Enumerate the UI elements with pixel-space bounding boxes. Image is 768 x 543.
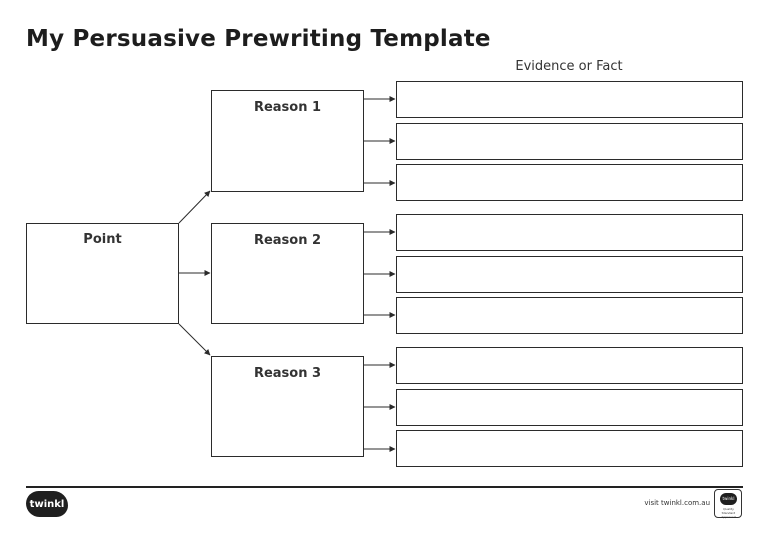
- evidence-box-1-2[interactable]: [396, 123, 743, 160]
- footer-url[interactable]: visit twinkl.com.au: [644, 499, 710, 507]
- evidence-box-3-1[interactable]: [396, 347, 743, 384]
- twinkl-logo: twinkl: [26, 491, 68, 517]
- page-title: My Persuasive Prewriting Template: [26, 26, 491, 52]
- badge-logo: twinkl: [720, 493, 737, 505]
- badge-text: Quality Standard Approved: [721, 507, 736, 519]
- evidence-box-2-1[interactable]: [396, 214, 743, 251]
- reason-1-box[interactable]: Reason 1: [211, 90, 364, 192]
- evidence-box-2-2[interactable]: [396, 256, 743, 293]
- reason-2-label: Reason 2: [253, 233, 322, 248]
- reason-1-label: Reason 1: [253, 100, 322, 115]
- point-box[interactable]: Point: [26, 223, 179, 324]
- reason-2-box[interactable]: Reason 2: [211, 223, 364, 324]
- reason-3-box[interactable]: Reason 3: [211, 356, 364, 457]
- evidence-box-2-3[interactable]: [396, 297, 743, 334]
- evidence-heading: Evidence or Fact: [515, 59, 623, 74]
- evidence-box-3-2[interactable]: [396, 389, 743, 426]
- evidence-box-3-3[interactable]: [396, 430, 743, 467]
- footer-divider: [26, 486, 743, 488]
- reason-3-label: Reason 3: [253, 366, 322, 381]
- point-label: Point: [83, 232, 122, 247]
- evidence-box-1-1[interactable]: [396, 81, 743, 118]
- arrow-point-to-reason-3: [178, 323, 211, 356]
- arrow-point-to-reason-1: [178, 190, 211, 224]
- evidence-box-1-3[interactable]: [396, 164, 743, 201]
- quality-standard-badge-icon: twinkl Quality Standard Approved: [714, 489, 742, 519]
